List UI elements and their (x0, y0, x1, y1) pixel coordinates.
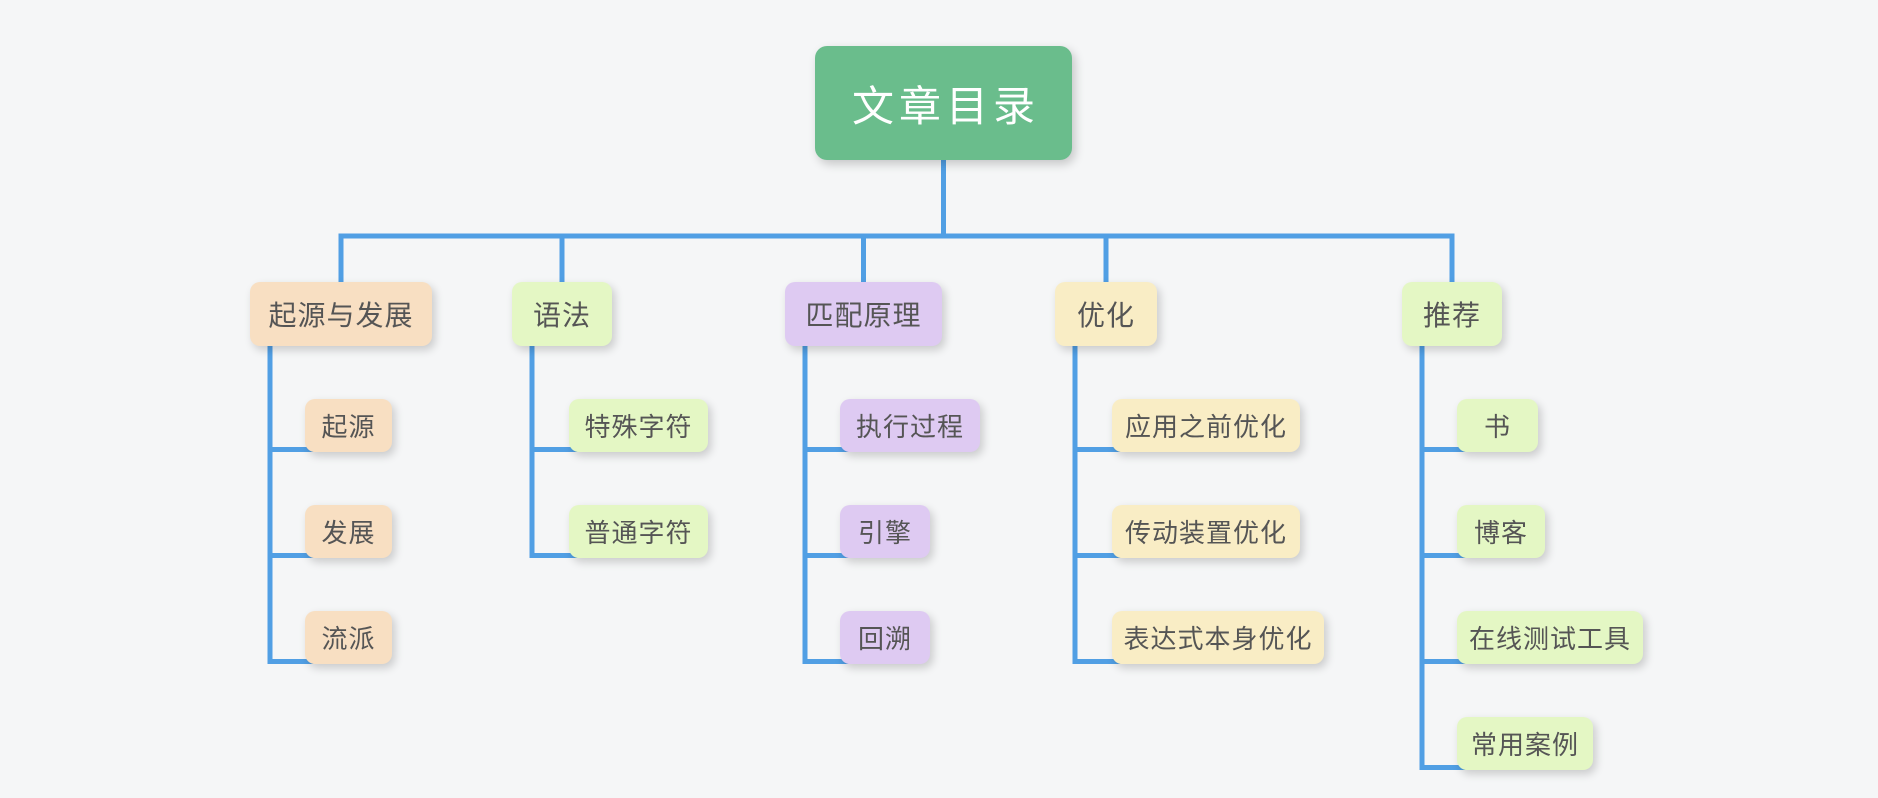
child-node-label: 流派 (321, 624, 376, 654)
child-node-label: 应用之前优化 (1124, 412, 1287, 442)
branch-node[interactable]: 匹配原理 (785, 282, 942, 346)
child-node-label: 特殊字符 (584, 412, 693, 442)
branch-node[interactable]: 语法 (512, 282, 612, 346)
branch-node-label: 起源与发展 (268, 300, 414, 331)
child-node-label: 起源 (321, 412, 376, 442)
branch-node[interactable]: 推荐 (1402, 282, 1502, 346)
child-node[interactable]: 回溯 (840, 611, 930, 664)
child-node-label: 普通字符 (584, 518, 693, 548)
child-node-label: 博客 (1473, 518, 1528, 548)
child-node[interactable]: 传动装置优化 (1112, 505, 1300, 558)
child-node-label: 引擎 (857, 518, 912, 548)
child-node[interactable]: 执行过程 (840, 399, 980, 452)
child-node[interactable]: 表达式本身优化 (1112, 611, 1324, 664)
child-node[interactable]: 流派 (305, 611, 392, 664)
branch-node[interactable]: 优化 (1055, 282, 1157, 346)
root-node[interactable]: 文章目录 (815, 46, 1072, 160)
child-node[interactable]: 应用之前优化 (1112, 399, 1300, 452)
child-node[interactable]: 在线测试工具 (1457, 611, 1643, 664)
child-node[interactable]: 常用案例 (1457, 717, 1593, 770)
child-node[interactable]: 发展 (305, 505, 392, 558)
child-node[interactable]: 博客 (1457, 505, 1545, 558)
child-node-label: 传动装置优化 (1124, 518, 1287, 548)
child-node-label: 常用案例 (1470, 730, 1579, 760)
branch-node-label: 语法 (532, 300, 591, 331)
branch-node-label: 推荐 (1422, 300, 1481, 331)
child-node[interactable]: 起源 (305, 399, 392, 452)
child-node[interactable]: 特殊字符 (569, 399, 708, 452)
child-node[interactable]: 书 (1457, 399, 1538, 452)
child-node-label: 在线测试工具 (1468, 624, 1631, 654)
branch-node-label: 优化 (1076, 300, 1135, 331)
child-node-label: 回溯 (857, 624, 912, 654)
child-node-label: 执行过程 (855, 412, 964, 442)
child-node-label: 书 (1483, 412, 1511, 442)
branch-node-label: 匹配原理 (805, 300, 922, 331)
root-node-label: 文章目录 (851, 82, 1040, 130)
branch-node[interactable]: 起源与发展 (250, 282, 432, 346)
child-node[interactable]: 普通字符 (569, 505, 708, 558)
child-node-label: 发展 (321, 518, 376, 548)
child-node[interactable]: 引擎 (840, 505, 930, 558)
child-node-label: 表达式本身优化 (1123, 624, 1313, 654)
